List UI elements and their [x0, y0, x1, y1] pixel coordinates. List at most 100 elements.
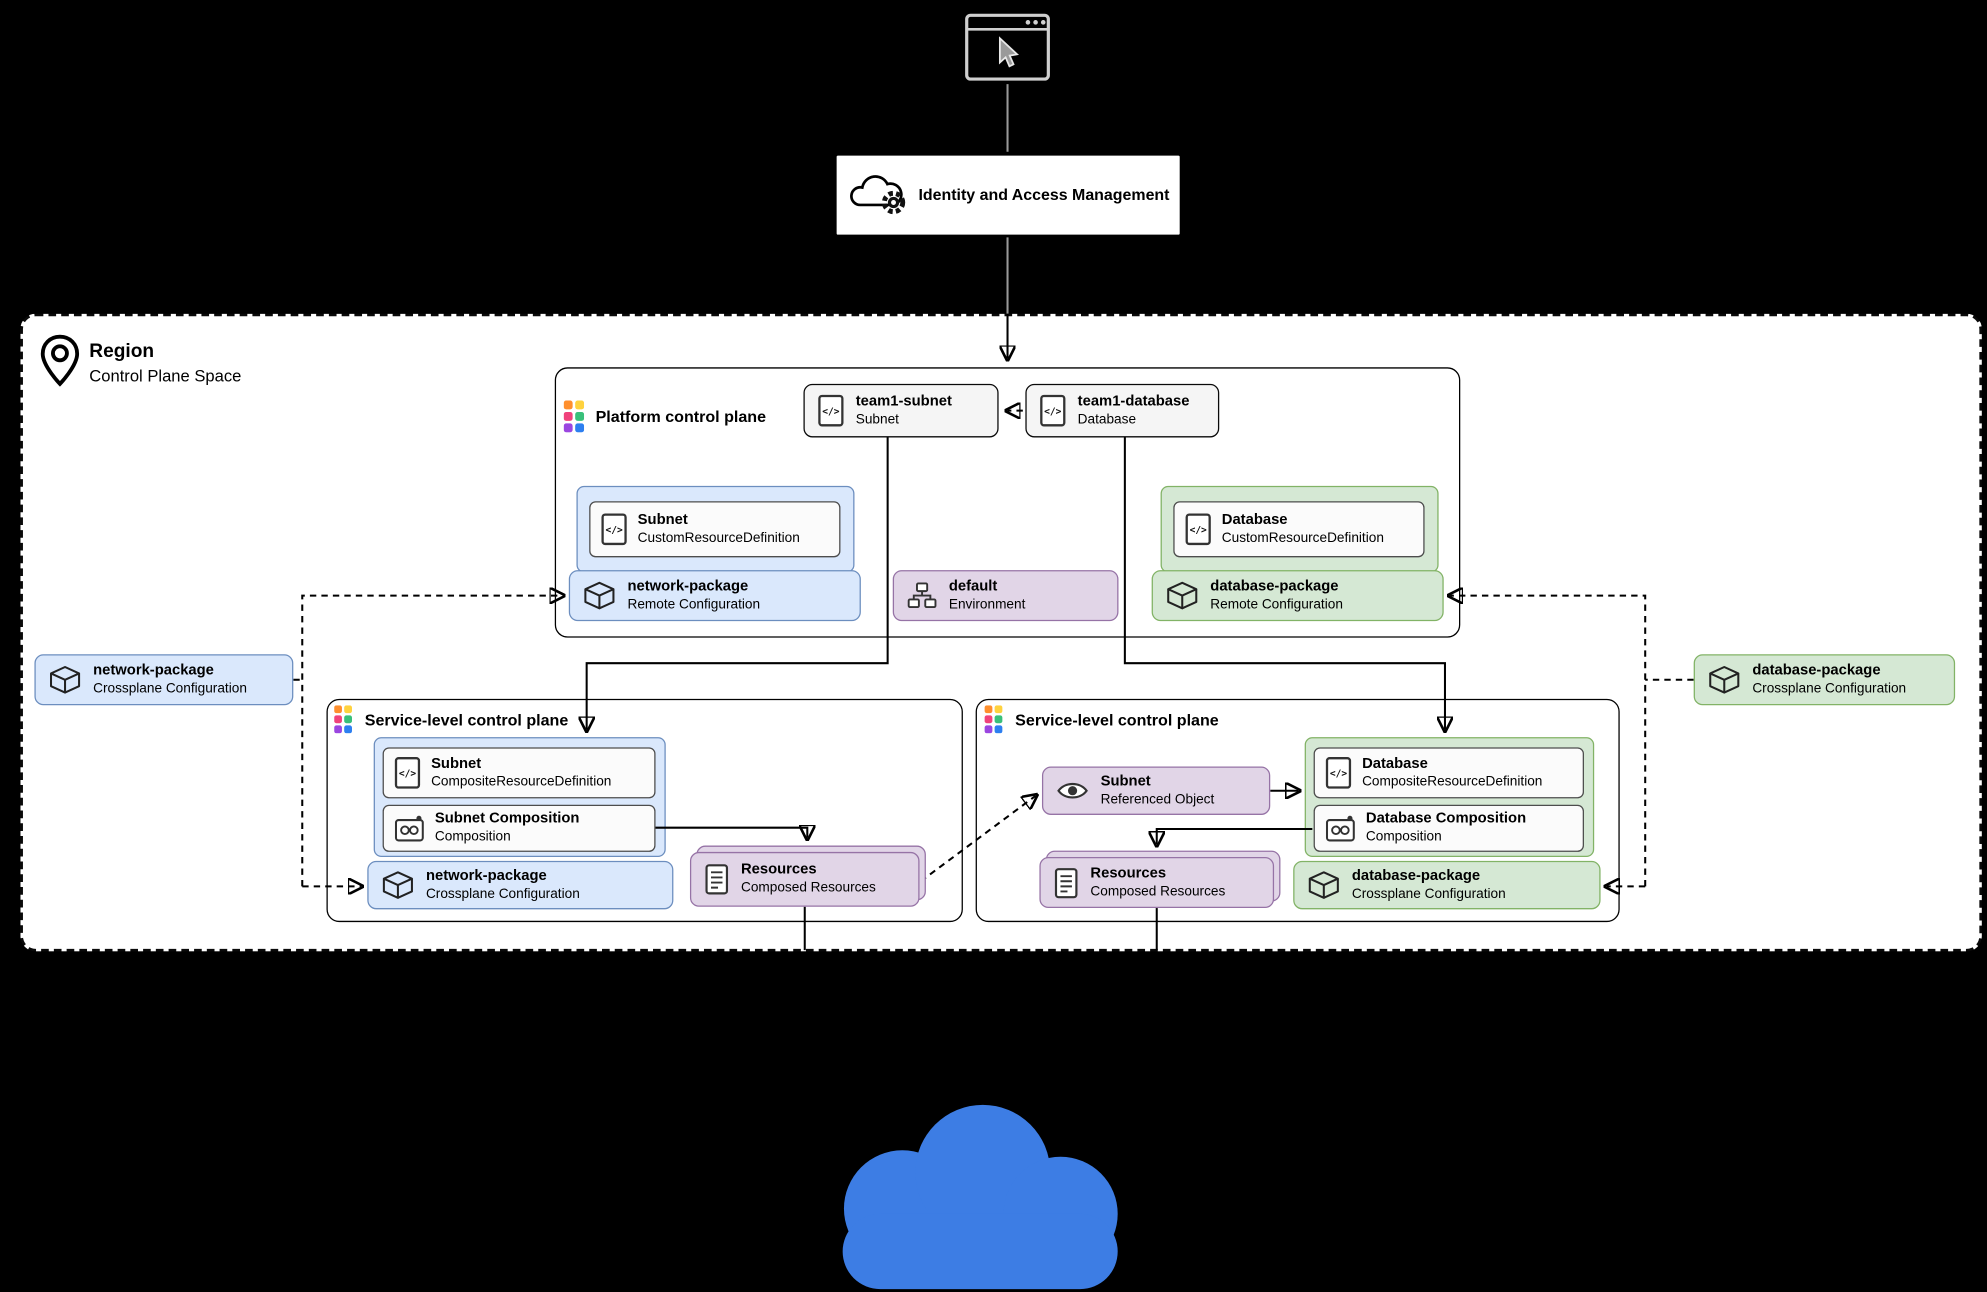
svg-text:</>: </>: [1190, 525, 1207, 536]
card-name: team1-subnet: [855, 392, 952, 410]
svg-text:</>: </>: [605, 525, 622, 536]
eye-icon: [1057, 782, 1088, 799]
subnet-xrd-group: </> Subnet CompositeResourceDefinition S…: [373, 737, 666, 858]
edge-composition-to-resources-left: [655, 828, 808, 838]
card-type: CompositeResourceDefinition: [431, 773, 612, 789]
database-package-config-card: database-package Crossplane Configuratio…: [1693, 654, 1956, 706]
svg-text:</>: </>: [1044, 406, 1061, 417]
cloud-shape: [842, 1104, 1118, 1290]
card-name: Subnet: [431, 754, 482, 772]
card-type: Crossplane Configuration: [1351, 885, 1506, 902]
crossplane-logo-icon: [334, 705, 352, 734]
region-subtitle: Control Plane Space: [89, 366, 242, 386]
card-type: Database: [1077, 411, 1137, 427]
package-cube-icon: [1308, 871, 1339, 899]
package-cube-icon: [1167, 581, 1198, 610]
card-name: Resources: [1090, 864, 1167, 881]
code-file-icon: </>: [1325, 757, 1352, 789]
edge-subnet-claim-to-subnet-plane: [587, 437, 889, 729]
composition-icon: [1325, 815, 1355, 841]
svg-text:</>: </>: [1330, 769, 1347, 780]
database-plane-title: Service-level control plane: [1015, 711, 1219, 730]
card-name: network-package: [627, 577, 749, 594]
package-cube-icon: [584, 581, 615, 610]
subnet-crd-group: </> Subnet CustomResourceDefinition: [576, 485, 855, 573]
network-package-config-card: network-package Crossplane Configuration: [34, 654, 294, 706]
card-type: Composition: [1365, 829, 1442, 845]
subnet-xrd-card: </> Subnet CompositeResourceDefinition: [382, 747, 656, 799]
package-cube-icon: [49, 665, 81, 694]
database-xrd-group: </> Database CompositeResourceDefinition…: [1304, 737, 1595, 858]
svg-text:</>: </>: [399, 769, 416, 780]
location-pin-icon: [40, 334, 80, 387]
browser-window-icon: [965, 13, 1050, 81]
platform-plane-title: Platform control plane: [595, 408, 767, 426]
card-name: Database Composition: [1365, 810, 1527, 827]
card-type: Environment: [948, 596, 1026, 612]
card-type: Composed Resources: [1090, 883, 1226, 899]
region-title: Region: [89, 340, 155, 363]
card-type: Crossplane Configuration: [1752, 680, 1907, 696]
composition-icon: [394, 815, 424, 841]
card-name: network-package: [93, 661, 214, 679]
team1-subnet-card: </> team1-subnet Subnet: [803, 383, 999, 438]
iam-box: Identity and Access Management: [834, 153, 1183, 238]
edge-database-config-to-remote: [1450, 596, 1647, 887]
default-environment-card: default Environment: [892, 570, 1119, 622]
document-lines-icon: [1054, 867, 1078, 898]
crossplane-logo-icon: [563, 400, 585, 433]
card-type: Remote Configuration: [1210, 596, 1343, 612]
code-file-icon: </>: [1040, 394, 1066, 427]
card-type: Crossplane Configuration: [425, 885, 580, 902]
card-type: Subnet: [855, 411, 899, 427]
card-type: CustomResourceDefinition: [1221, 529, 1384, 546]
card-name: Database: [1362, 754, 1428, 772]
database-package-remote-card: database-package Remote Configuration: [1151, 570, 1444, 622]
database-composition-card: Database Composition Composition: [1313, 804, 1584, 852]
card-name: network-package: [425, 866, 547, 884]
edge-database-claim-to-database-plane: [1123, 437, 1445, 729]
card-name: default: [948, 577, 998, 594]
card-type: CustomResourceDefinition: [637, 529, 800, 546]
card-type: Composed Resources: [740, 880, 876, 896]
edge-network-config-to-remote: [301, 596, 562, 887]
document-lines-icon: [705, 864, 729, 895]
database-plane-resources-card: Resources Composed Resources: [1039, 857, 1275, 909]
crossplane-logo-icon: [984, 705, 1003, 734]
card-name: Subnet: [1100, 772, 1151, 790]
cloud-gear-icon: [850, 175, 906, 215]
subnet-plane-package-card: network-package Crossplane Configuration: [367, 860, 674, 910]
card-type: Remote Configuration: [627, 596, 761, 612]
code-file-icon: </>: [1185, 513, 1211, 546]
database-crd-card: </> Database CustomResourceDefinition: [1173, 501, 1425, 558]
database-crd-group: </> Database CustomResourceDefinition: [1160, 485, 1439, 573]
card-name: database-package: [1210, 577, 1339, 594]
card-name: database-package: [1351, 866, 1481, 884]
package-cube-icon: [1709, 665, 1740, 694]
database-plane-package-card: database-package Crossplane Configuratio…: [1293, 860, 1601, 910]
code-file-icon: </>: [394, 757, 421, 789]
subnet-composition-card: Subnet Composition Composition: [382, 804, 656, 852]
subnet-plane-resources-card: Resources Composed Resources: [689, 851, 920, 907]
edge-resources-to-referenced: [920, 796, 1036, 883]
iam-label: Identity and Access Management: [918, 186, 1170, 205]
package-cube-icon: [382, 871, 413, 899]
card-name: Database: [1221, 511, 1288, 528]
svg-text:</>: </>: [822, 406, 839, 417]
edge-composition-to-resources-right: [1157, 827, 1313, 844]
card-name: Subnet Composition: [434, 810, 580, 827]
card-name: team1-database: [1077, 392, 1190, 410]
team1-database-card: </> team1-database Database: [1025, 383, 1220, 438]
subnet-referenced-card: Subnet Referenced Object: [1041, 766, 1271, 815]
code-file-icon: </>: [601, 513, 627, 546]
card-type: Composition: [434, 829, 511, 845]
network-package-remote-card: network-package Remote Configuration: [568, 570, 861, 622]
card-name: Subnet: [637, 511, 688, 528]
subnet-crd-card: </> Subnet CustomResourceDefinition: [589, 501, 841, 558]
card-type: CompositeResourceDefinition: [1362, 773, 1543, 789]
card-name: database-package: [1752, 661, 1881, 679]
subnet-plane-title: Service-level control plane: [364, 711, 569, 730]
database-xrd-card: </> Database CompositeResourceDefinition: [1313, 747, 1584, 799]
